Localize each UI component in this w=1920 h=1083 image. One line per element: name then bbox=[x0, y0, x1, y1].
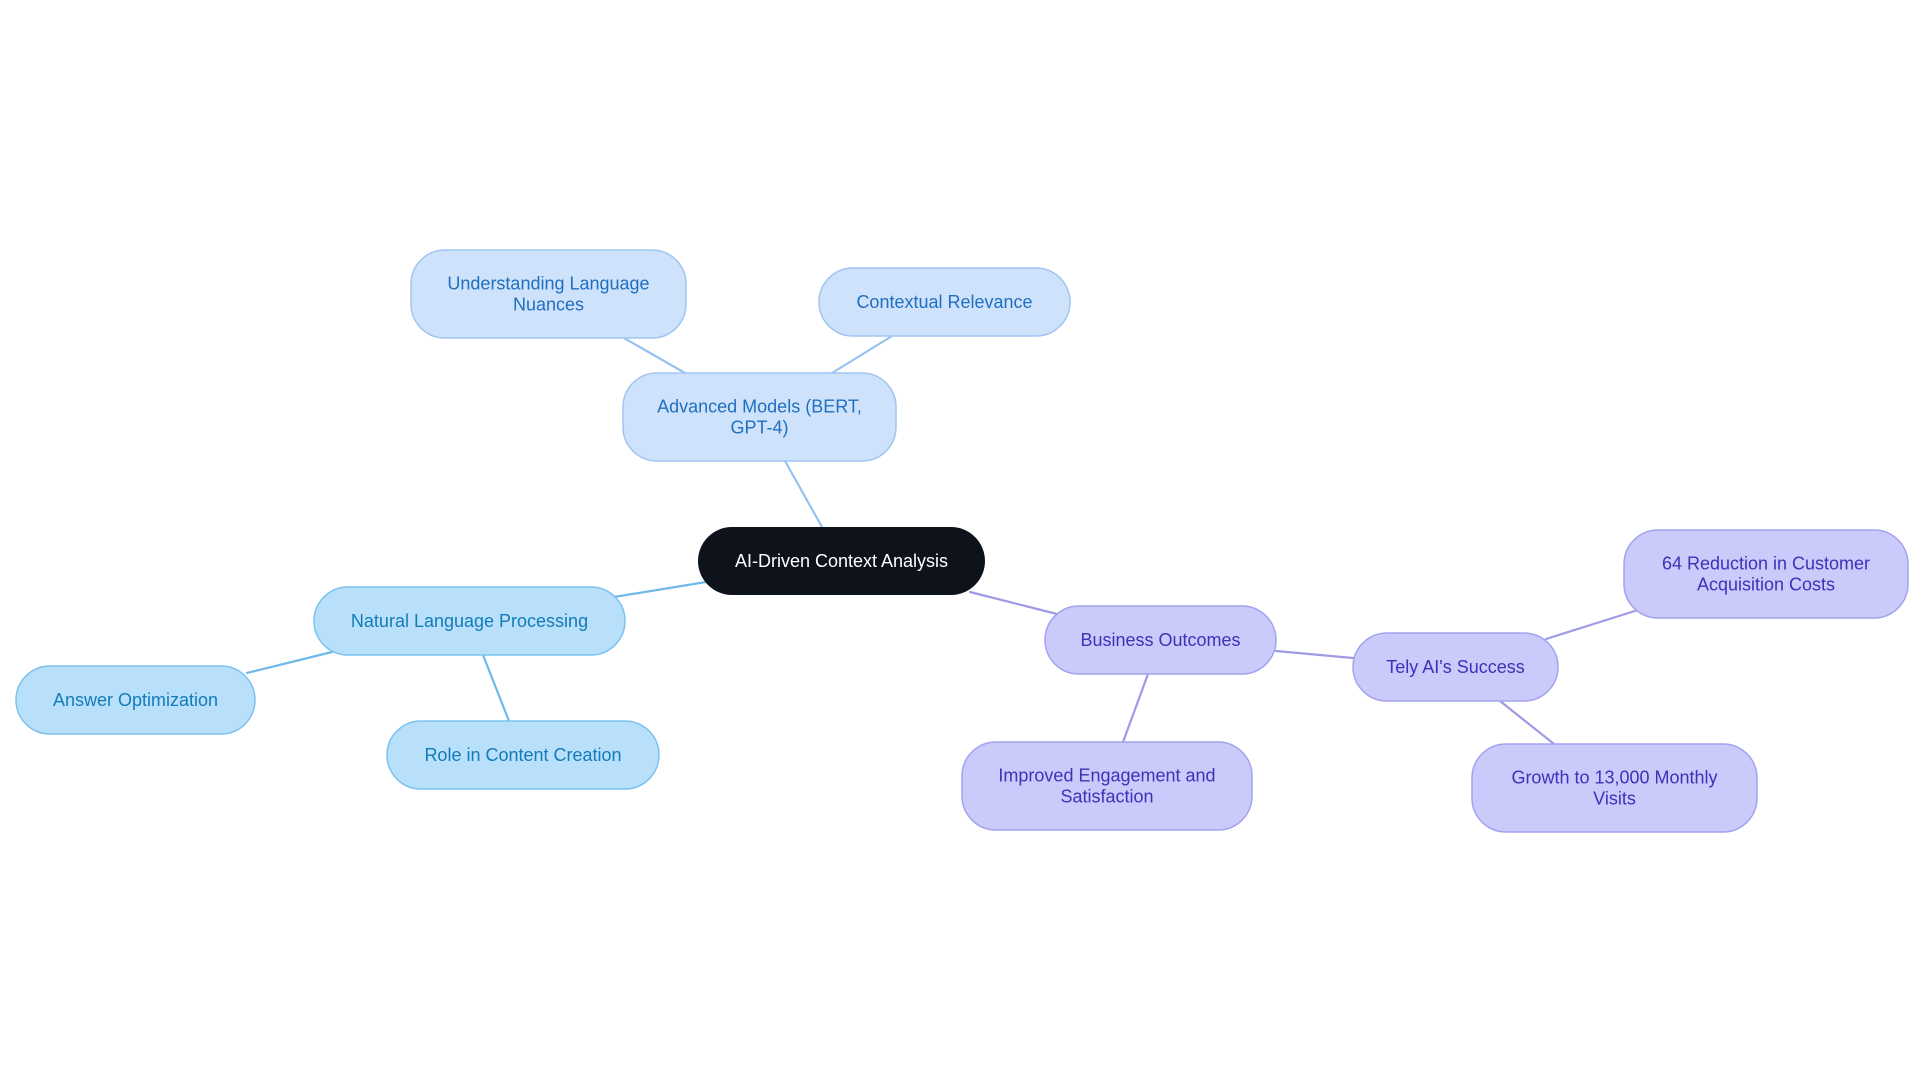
edge-business-outcomes-to-improved-engagement bbox=[1121, 672, 1150, 744]
node-label-improved-engagement-line-2: Satisfaction bbox=[1060, 786, 1153, 806]
node-label-advanced-models-line-2: GPT-4) bbox=[730, 417, 788, 437]
node-label-understanding-language-nuances-line-1: Understanding Language bbox=[447, 273, 649, 293]
node-label-improved-engagement-line-1: Improved Engagement and bbox=[998, 765, 1215, 785]
node-label-contextual-relevance: Contextual Relevance bbox=[856, 292, 1032, 312]
node-role-in-content-creation[interactable]: Role in Content Creation bbox=[386, 720, 660, 790]
node-label-answer-optimization: Answer Optimization bbox=[53, 690, 218, 710]
node-advanced-models[interactable]: Advanced Models (BERT,GPT-4) bbox=[622, 372, 897, 462]
node-label-tely-ai-success: Tely AI's Success bbox=[1386, 657, 1525, 677]
node-box-natural-language-processing bbox=[313, 586, 626, 656]
node-label-reduction-acquisition-costs-line-2: Acquisition Costs bbox=[1697, 574, 1835, 594]
edge-central-to-business-outcomes bbox=[968, 590, 1059, 616]
edge-business-outcomes-to-tely-ai-success bbox=[1274, 649, 1355, 660]
node-natural-language-processing[interactable]: Natural Language Processing bbox=[313, 586, 626, 656]
node-answer-optimization[interactable]: Answer Optimization bbox=[15, 665, 256, 735]
node-box-growth-monthly-visits bbox=[1471, 743, 1758, 833]
node-label-central: AI-Driven Context Analysis bbox=[735, 551, 948, 571]
node-contextual-relevance[interactable]: Contextual Relevance bbox=[818, 267, 1071, 337]
node-box-contextual-relevance bbox=[818, 267, 1071, 337]
node-box-central bbox=[698, 527, 985, 595]
node-box-improved-engagement bbox=[961, 741, 1253, 831]
edge-advanced-models-to-understanding-language-nuances bbox=[622, 336, 687, 375]
node-box-answer-optimization bbox=[15, 665, 256, 735]
node-box-advanced-models bbox=[622, 372, 897, 462]
node-label-growth-monthly-visits-line-1: Growth to 13,000 Monthly bbox=[1511, 767, 1717, 787]
node-label-role-in-content-creation: Role in Content Creation bbox=[424, 745, 621, 765]
node-label-natural-language-processing: Natural Language Processing bbox=[351, 611, 588, 631]
node-label-reduction-acquisition-costs-line-1: 64 Reduction in Customer bbox=[1662, 553, 1870, 573]
node-box-understanding-language-nuances bbox=[410, 249, 687, 339]
edge-central-to-advanced-models bbox=[783, 459, 824, 529]
edge-tely-ai-success-to-reduction-acquisition-costs bbox=[1544, 608, 1640, 641]
edge-natural-language-processing-to-role-in-content-creation bbox=[481, 653, 511, 723]
node-box-role-in-content-creation bbox=[386, 720, 660, 790]
edge-tely-ai-success-to-growth-monthly-visits bbox=[1498, 699, 1556, 746]
node-business-outcomes[interactable]: Business Outcomes bbox=[1044, 605, 1277, 675]
node-label-business-outcomes: Business Outcomes bbox=[1080, 630, 1240, 650]
node-box-reduction-acquisition-costs bbox=[1623, 529, 1909, 619]
node-tely-ai-success[interactable]: Tely AI's Success bbox=[1352, 632, 1559, 702]
mindmap-edges bbox=[245, 334, 1640, 746]
edge-natural-language-processing-to-answer-optimization bbox=[245, 650, 334, 675]
node-box-business-outcomes bbox=[1044, 605, 1277, 675]
edge-central-to-natural-language-processing bbox=[612, 580, 708, 599]
node-label-advanced-models-line-1: Advanced Models (BERT, bbox=[657, 396, 862, 416]
node-central[interactable]: AI-Driven Context Analysis bbox=[698, 527, 985, 595]
node-box-tely-ai-success bbox=[1352, 632, 1559, 702]
node-label-understanding-language-nuances-line-2: Nuances bbox=[513, 294, 584, 314]
mindmap-nodes: AI-Driven Context Analysis Advanced Model… bbox=[15, 249, 1909, 833]
node-label-growth-monthly-visits-line-2: Visits bbox=[1593, 788, 1636, 808]
edge-advanced-models-to-contextual-relevance bbox=[830, 334, 894, 375]
